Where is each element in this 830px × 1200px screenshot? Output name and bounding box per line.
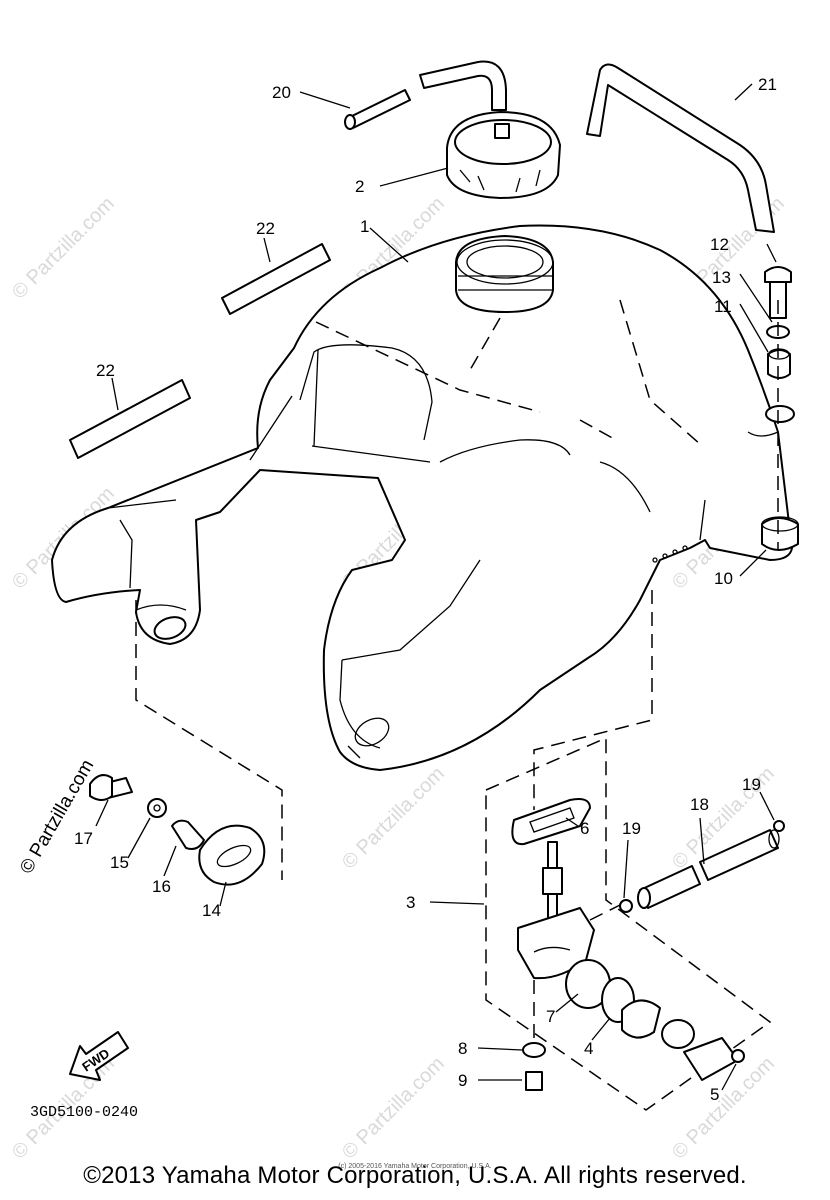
part-2-fuel-cap (446, 111, 561, 199)
callout-5: 5 (710, 1085, 719, 1104)
callout-20: 20 (272, 83, 291, 102)
mount-hardware-right (761, 266, 799, 551)
callout-21: 21 (758, 75, 777, 94)
part-22-pad-lower (69, 379, 191, 459)
callout-22-lower: 22 (96, 361, 115, 380)
watermark: © Partzilla.com (338, 1053, 449, 1164)
watermark: © Partzilla.com (16, 756, 98, 877)
callout-18: 18 (690, 795, 709, 814)
callout-labels: 1 2 3 4 5 6 7 8 9 10 11 12 13 14 15 16 1… (74, 75, 777, 1104)
copyright-notice: ©2013 Yamaha Motor Corporation, U.S.A. A… (83, 1162, 747, 1189)
callout-17: 17 (74, 829, 93, 848)
callout-11: 11 (714, 297, 732, 316)
part-1-fuel-tank (51, 224, 795, 771)
part-20-hose (344, 60, 507, 130)
watermark: © Partzilla.com (338, 763, 449, 874)
callout-19-b: 19 (742, 775, 761, 794)
callout-1: 1 (360, 217, 369, 236)
part-18-hose (637, 829, 780, 909)
callout-22-upper: 22 (256, 219, 275, 238)
part-21-strap (586, 63, 775, 233)
callout-15: 15 (110, 853, 129, 872)
diagram-code: 3GD5100-0240 (30, 1104, 138, 1121)
callout-8: 8 (458, 1039, 467, 1058)
callout-14: 14 (202, 901, 221, 920)
callout-4: 4 (584, 1039, 593, 1058)
part-22-pad-upper (221, 243, 331, 315)
callout-3: 3 (406, 893, 415, 912)
callout-12: 12 (710, 235, 729, 254)
callout-9: 9 (458, 1071, 467, 1090)
tiny-credit: (c) 2005-2016 Yamaha Motor Corporation, … (338, 1163, 492, 1170)
callout-6: 6 (580, 819, 589, 838)
part-3-fuel-cock-assembly (485, 590, 772, 1111)
callout-2: 2 (355, 177, 364, 196)
mount-hardware-left (89, 600, 283, 886)
watermark: © Partzilla.com (668, 1053, 779, 1164)
watermark: © Partzilla.com (8, 193, 119, 304)
leader-lines (95, 83, 777, 1091)
callout-19-a: 19 (622, 819, 641, 838)
callout-16: 16 (152, 877, 171, 896)
callout-13: 13 (712, 268, 731, 287)
part-19-clips (619, 820, 785, 913)
callout-7: 7 (546, 1007, 555, 1026)
callout-10: 10 (714, 569, 733, 588)
